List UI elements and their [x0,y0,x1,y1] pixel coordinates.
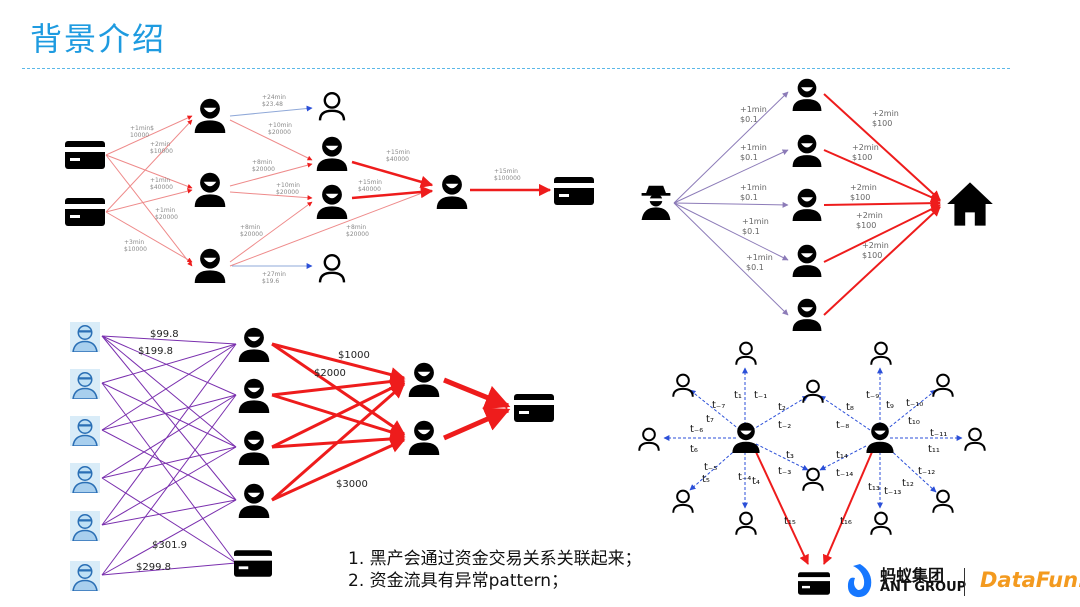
d2-left-label-0: +1min$0.1 [740,105,767,124]
d4-left-label-9: t₄ [752,476,760,487]
d4-left-label-0: t₁ [734,390,742,401]
d3-label-5: $301.9 [152,540,187,551]
d1-edge-label-8: +10min$20000 [276,182,300,196]
datafun-logo: DataFun. [980,568,1080,592]
brand-separator [964,568,965,596]
d1-edge-label-12: +15min$40000 [386,149,410,163]
diagram-many-to-many [70,322,554,591]
note-2: 2. 资金流具有异常pattern； [348,571,569,591]
d1-edge-label-6: +10min$20000 [268,122,292,136]
d4-left-label-13: t₋₃ [778,466,791,477]
d4-right-label-9: t₋₁₄ [836,468,853,479]
diagram-temporal-star [638,341,986,595]
diagram-fan-out-fan-in [641,78,993,331]
d4-left-label-2: t₋₇ [712,400,725,411]
d3-label-2: $1000 [338,350,370,361]
d1-edge-label-11: +27min$19.6 [262,271,286,285]
d2-right-label-2: +2min$100 [850,183,877,202]
note-1: 1. 黑产会通过资金交易关系关联起来； [348,549,642,569]
d2-right-label-4: +2min$100 [862,241,889,260]
diagram2-labels: +1min$0.1 +1min$0.1 +1min$0.1 +1min$0.1 +1mi… [740,105,899,272]
d4-left-label-4: t₋₆ [690,424,703,435]
page-title: 背景介绍 [30,20,167,58]
ant-group-name-en: ANT GROUP [880,580,967,595]
d2-left-label-1: +1min$0.1 [740,143,767,162]
d4-right-label-6: t₋₁₁ [930,428,947,439]
d4-left-label-1: t₋₁ [754,390,767,401]
d2-right-label-1: +2min$100 [852,143,879,162]
d1-edge-label-7: +8min$20000 [252,159,275,173]
d4-right-label-1: t₉ [886,400,894,411]
d3-label-0: $99.8 [150,329,179,340]
d1-edge-label-13: +15min$40000 [358,179,382,193]
diagram1-labels: +1min$10000 +2min$10000 +1min$40000 +1min$2… [124,94,521,285]
d3-label-6: $299.8 [136,562,171,573]
d4-right-label-2: t₈ [846,402,854,413]
d4-right-label-3: t₋₈ [836,420,849,431]
d3-label-3: $2000 [314,368,346,379]
d4-left-label-10: t₂ [778,402,786,413]
d4-right-label-4: t₋₁₀ [906,398,923,409]
d1-edge-label-1: +2min$10000 [150,141,173,155]
d1-edge-label-0: +1min$10000 [130,125,154,139]
d4-right-label-11: t₁₂ [902,478,914,489]
d1-edge-label-2: +1min$40000 [150,177,173,191]
ant-group-name-cn: 蚂蚁集团 [880,566,945,585]
d3-label-4: $3000 [336,479,368,490]
d1-edge-label-9: +8min$20000 [240,224,263,238]
d4-right-label-8: t₁₄ [836,450,848,461]
d1-edge-label-14: +15min$100000 [494,168,521,182]
d4-left-label-11: t₋₂ [778,420,791,431]
d4-left-label-12: t₃ [786,450,794,461]
d4-right-label-5: t₁₀ [908,416,920,427]
d4-left-label-7: t₅ [702,474,710,485]
d4-left-label-3: t₇ [706,414,714,425]
diagram-transfer-chain [65,91,594,284]
d1-edge-label-3: +1min$20000 [155,207,178,221]
notes: 1. 黑产会通过资金交易关系关联起来； 2. 资金流具有异常pattern； [348,548,642,592]
d4-left-label-5: t₆ [690,444,698,455]
d2-left-label-2: +1min$0.1 [740,183,767,202]
d4-right-label-0: t₋₉ [866,390,879,401]
d2-left-label-3: +1min$0.1 [742,217,769,236]
ant-group-logo-icon [847,564,872,598]
d2-right-label-0: +2min$100 [872,109,899,128]
d4-left-label-6: t₋₅ [704,462,717,473]
d1-edge-label-5: +24min$23.48 [262,94,286,108]
d4-left-label-8: t₋₄ [738,472,751,483]
d2-left-label-4: +1min$0.1 [746,253,773,272]
diagram3-labels: $99.8 $199.8 $1000 $2000 $3000 $301.9 $299.8 [136,329,370,573]
d3-label-1: $199.8 [138,346,173,357]
d4-right-label-13: t₋₁₃ [884,486,901,497]
d4-right-label-10: t₋₁₂ [918,466,935,477]
title-divider [22,68,1010,69]
d1-edge-label-10: +8min$20000 [346,224,369,238]
d4-right-label-7: t₁₁ [928,444,940,455]
d4-right-label-12: t₁₃ [868,482,880,493]
d4-bottom-label-0: t₁₅ [784,516,796,527]
d1-edge-label-4: +3min$10000 [124,239,147,253]
d2-right-label-3: +2min$100 [856,211,883,230]
d4-bottom-label-1: t₁₆ [840,516,852,527]
